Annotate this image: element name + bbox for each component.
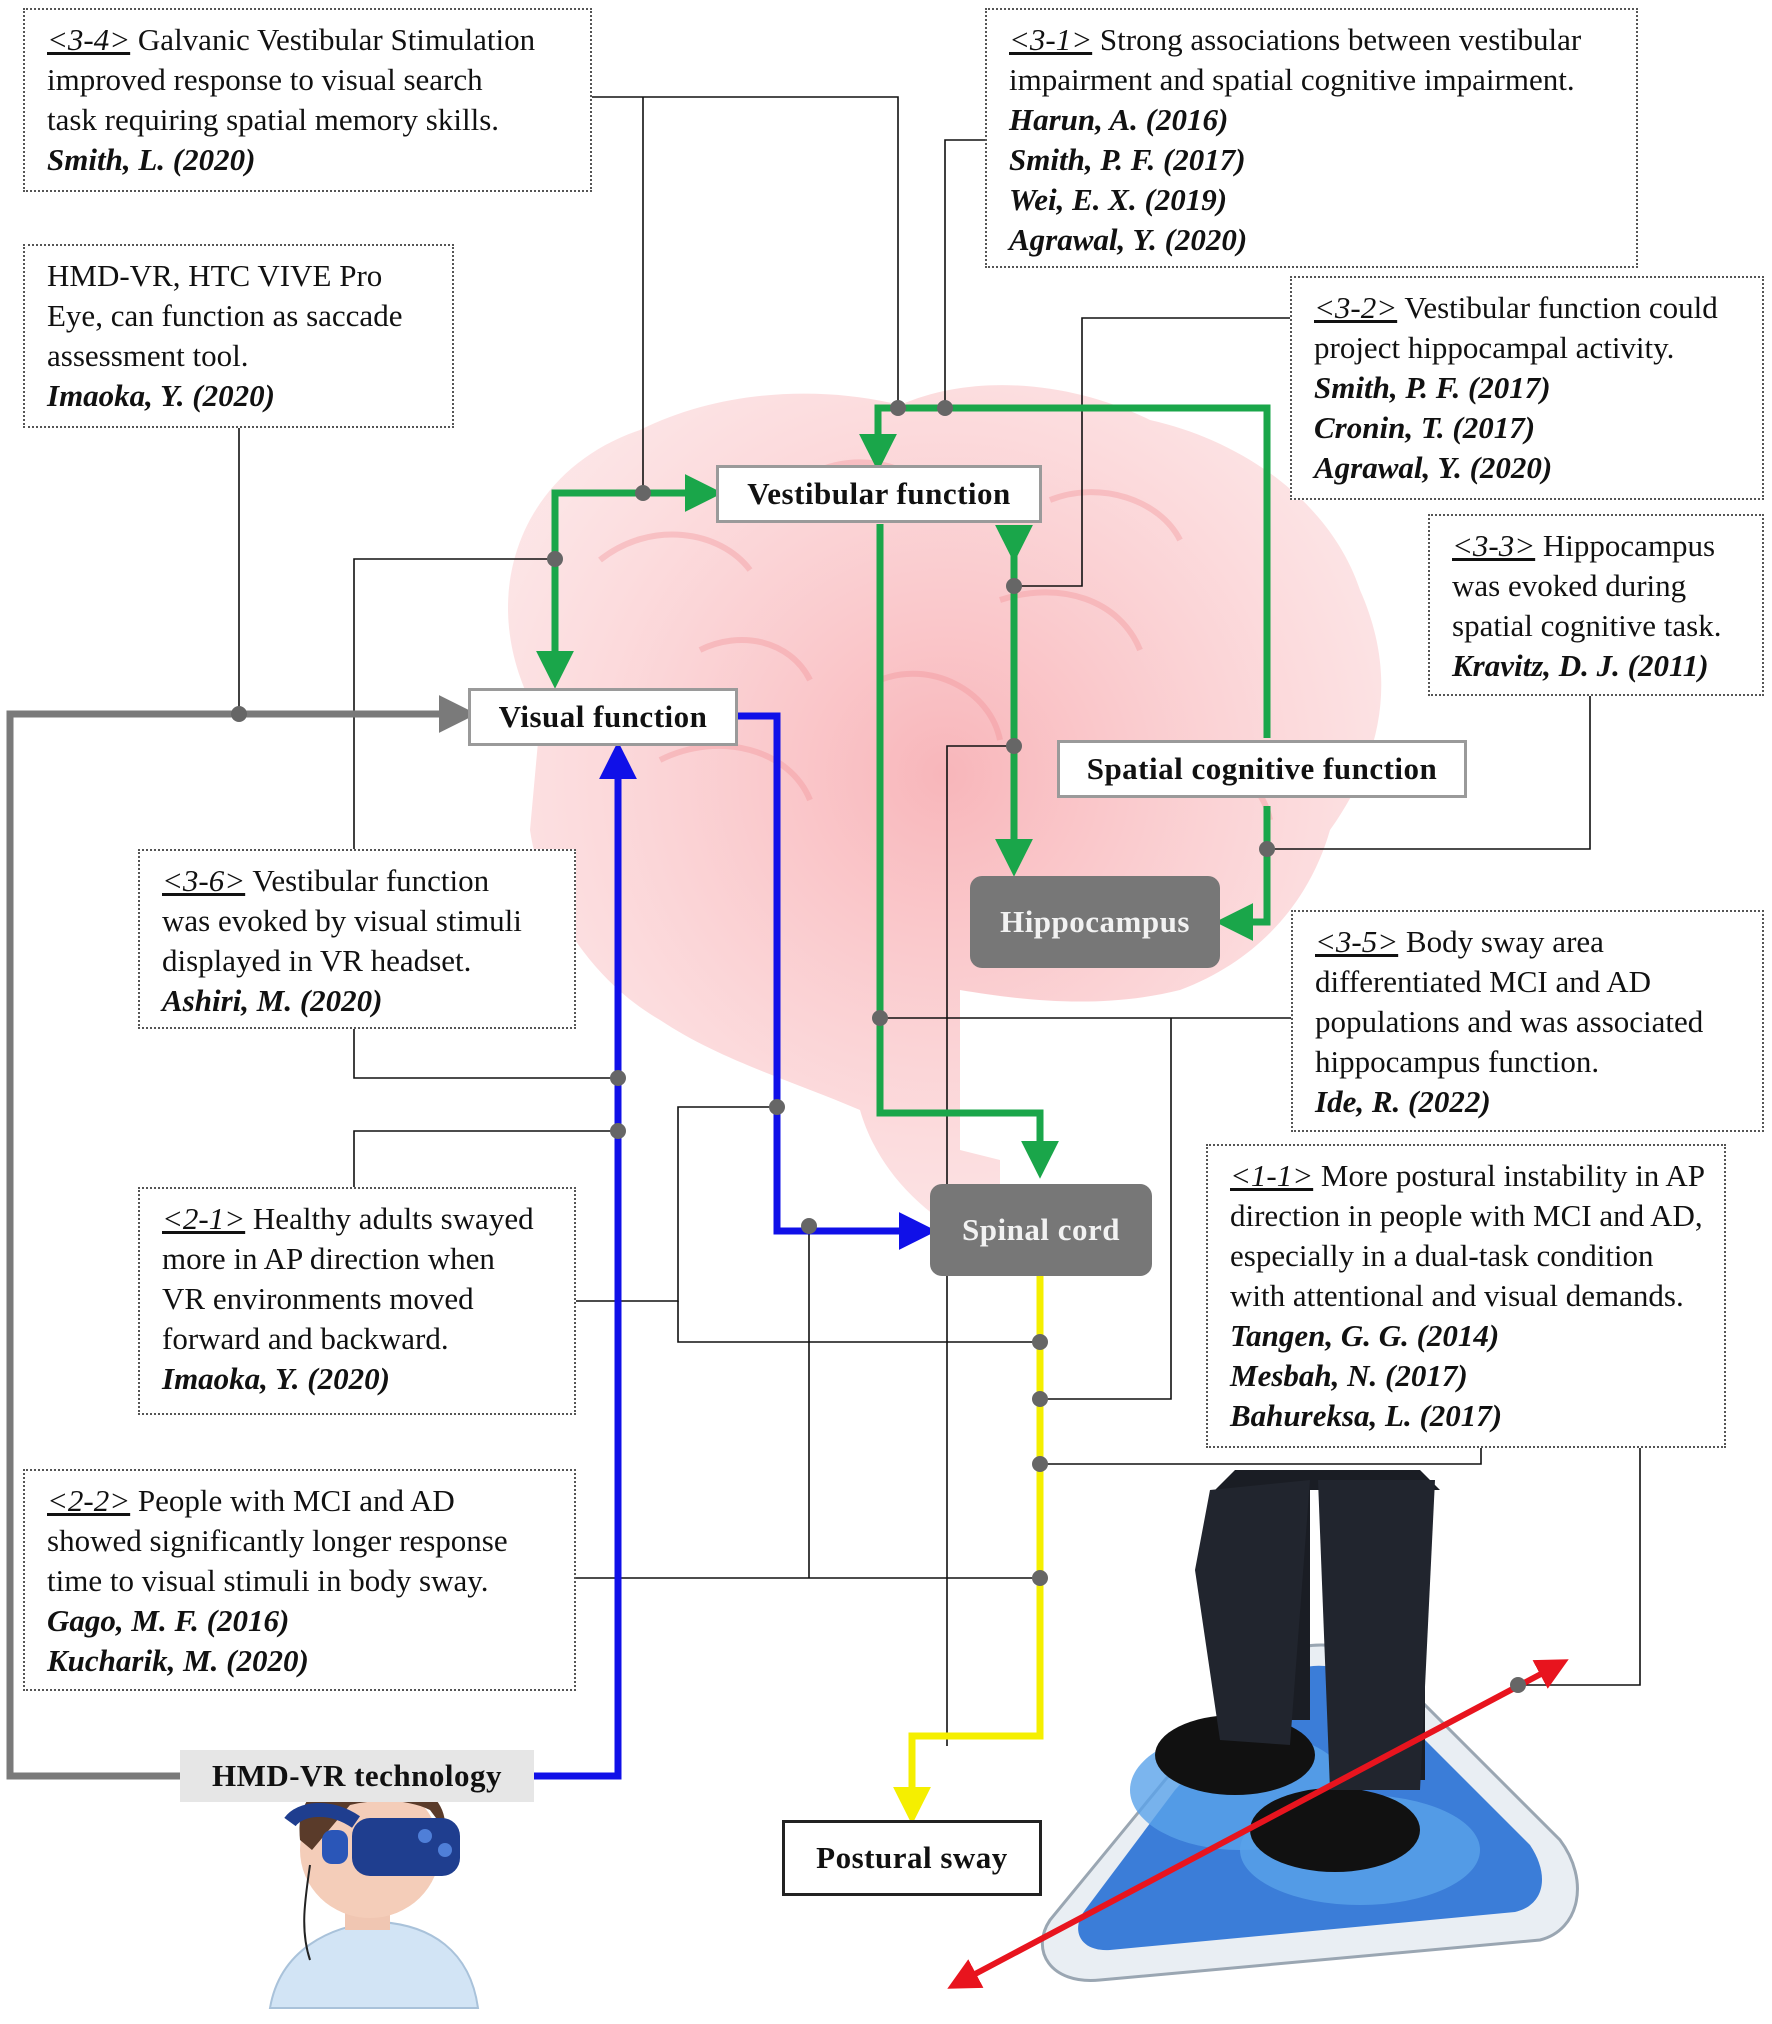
note-3-6-tag: <3-6> (162, 863, 246, 898)
note-2-2-ref-1: Gago, M. F. (2016) (47, 1603, 290, 1638)
note-3-5-ref-1: Ide, R. (2022) (1315, 1084, 1491, 1119)
note-3-3: <3-3> Hippocampus was evoked during spat… (1428, 514, 1764, 696)
note-3-5-tag: <3-5> (1315, 924, 1399, 959)
note-hmd-vr-text-2: Eye, can function as saccade (47, 298, 403, 333)
note-1-1-tag: <1-1> (1230, 1158, 1314, 1193)
note-2-1-ref-1: Imaoka, Y. (2020) (162, 1361, 390, 1396)
note-3-5-text-1: Body sway area (1405, 924, 1604, 959)
note-hmd-vr-text-3: assessment tool. (47, 338, 249, 373)
note-2-2-ref-2: Kucharik, M. (2020) (47, 1643, 309, 1678)
note-2-2-text-3: time to visual stimuli in body sway. (47, 1563, 489, 1598)
note-2-2: <2-2> People with MCI and AD showed sign… (23, 1469, 576, 1691)
note-3-2-ref-1: Smith, P. F. (2017) (1314, 370, 1551, 405)
note-2-2-text-2: showed significantly longer response (47, 1523, 508, 1558)
note-3-3-text-1: Hippocampus (1542, 528, 1716, 563)
note-3-5-text-4: hippocampus function. (1315, 1044, 1600, 1079)
note-3-4-text-1: Galvanic Vestibular Stimulation (137, 22, 536, 57)
note-1-1-ref-2: Mesbah, N. (2017) (1230, 1358, 1468, 1393)
node-postural-sway: Postural sway (782, 1820, 1042, 1896)
note-3-2-ref-2: Cronin, T. (2017) (1314, 410, 1536, 445)
note-3-2-text-2: project hippocampal activity. (1314, 330, 1675, 365)
note-3-1-text-2: impairment and spatial cognitive impairm… (1009, 62, 1575, 97)
blue-arrow-visual-to-spinal (738, 712, 937, 1250)
junction-dots (231, 400, 1526, 1693)
note-1-1-text-2: direction in people with MCI and AD, (1230, 1198, 1703, 1233)
note-3-5-text-2: differentiated MCI and AD (1315, 964, 1652, 999)
note-3-4: <3-4> Galvanic Vestibular Stimulation im… (23, 8, 592, 192)
blue-arrow-hmd-to-visual (534, 741, 637, 1780)
note-3-3-text-3: spatial cognitive task. (1452, 608, 1722, 643)
note-3-1-ref-4: Agrawal, Y. (2020) (1009, 222, 1248, 257)
note-hmd-vr-ref-1: Imaoka, Y. (2020) (47, 378, 275, 413)
note-3-4-text-3: task requiring spatial memory skills. (47, 102, 500, 137)
note-2-1-text-3: VR environments moved (162, 1281, 474, 1316)
node-vestibular-function: Vestibular function (716, 465, 1042, 523)
note-3-6-text-3: displayed in VR headset. (162, 943, 472, 978)
note-1-1-ref-3: Bahureksa, L. (2017) (1230, 1398, 1503, 1433)
note-hmd-vr-text-1: HMD-VR, HTC VIVE Pro (47, 258, 383, 293)
balance-board-illustration (1040, 1470, 1579, 1982)
sway-axis-arrow (947, 1659, 1569, 1989)
note-3-5: <3-5> Body sway area differentiated MCI … (1291, 910, 1764, 1132)
note-3-2: <3-2> Vestibular function could project … (1290, 276, 1764, 500)
note-3-2-ref-3: Agrawal, Y. (2020) (1314, 450, 1553, 485)
green-arrow-vestibular-to-spinal (876, 524, 1059, 1179)
note-3-1-ref-2: Smith, P. F. (2017) (1009, 142, 1246, 177)
note-3-6-text-1: Vestibular function (252, 863, 490, 898)
note-1-1-ref-1: Tangen, G. G. (2014) (1230, 1318, 1500, 1353)
green-arrow-vestibular-to-spatial (859, 404, 1271, 738)
reference-connectors (238, 96, 1641, 1746)
note-2-1: <2-1> Healthy adults swayed more in AP d… (138, 1187, 576, 1415)
note-1-1-text-1: More postural instability in AP (1320, 1158, 1705, 1193)
node-spatial-cognitive-function: Spatial cognitive function (1057, 740, 1467, 798)
note-3-1-text-1: Strong associations between vestibular (1099, 22, 1582, 57)
note-2-1-text-4: forward and backward. (162, 1321, 449, 1356)
note-3-1-ref-3: Wei, E. X. (2019) (1009, 182, 1228, 217)
note-1-1: <1-1> More postural instability in AP di… (1206, 1144, 1726, 1448)
note-3-6-ref-1: Ashiri, M. (2020) (162, 983, 383, 1018)
note-2-1-text-2: more in AP direction when (162, 1241, 495, 1276)
note-3-1-tag: <3-1> (1009, 22, 1093, 57)
note-3-1-ref-1: Harun, A. (2016) (1009, 102, 1229, 137)
note-1-1-text-4: with attentional and visual demands. (1230, 1278, 1684, 1313)
node-hmd-vr-technology: HMD-VR technology (180, 1750, 534, 1802)
note-3-1: <3-1> Strong associations between vestib… (985, 8, 1638, 268)
note-2-2-text-1: People with MCI and AD (137, 1483, 455, 1518)
note-2-1-text-1: Healthy adults swayed (252, 1201, 534, 1236)
yellow-arrow-spinal-to-postural (893, 1276, 1044, 1825)
note-3-4-text-2: improved response to visual search (47, 62, 483, 97)
note-3-3-tag: <3-3> (1452, 528, 1536, 563)
note-3-2-text-1: Vestibular function could (1404, 290, 1718, 325)
note-1-1-text-3: especially in a dual-task condition (1230, 1238, 1654, 1273)
note-3-4-tag: <3-4> (47, 22, 131, 57)
vr-user-illustration (268, 1775, 480, 2009)
note-3-6-text-2: was evoked by visual stimuli (162, 903, 522, 938)
note-3-2-tag: <3-2> (1314, 290, 1398, 325)
node-visual-function: Visual function (468, 688, 738, 746)
note-3-4-ref-1: Smith, L. (2020) (47, 142, 256, 177)
node-spinal-cord: Spinal cord (930, 1184, 1152, 1276)
note-2-1-tag: <2-1> (162, 1201, 246, 1236)
note-3-5-text-3: populations and was associated (1315, 1004, 1704, 1039)
node-hippocampus: Hippocampus (970, 876, 1220, 968)
note-hmd-vr: HMD-VR, HTC VIVE Pro Eye, can function a… (23, 244, 454, 428)
note-2-2-tag: <2-2> (47, 1483, 131, 1518)
note-3-3-text-2: was evoked during (1452, 568, 1687, 603)
note-3-3-ref-1: Kravitz, D. J. (2011) (1452, 648, 1709, 683)
note-3-6: <3-6> Vestibular function was evoked by … (138, 849, 576, 1029)
